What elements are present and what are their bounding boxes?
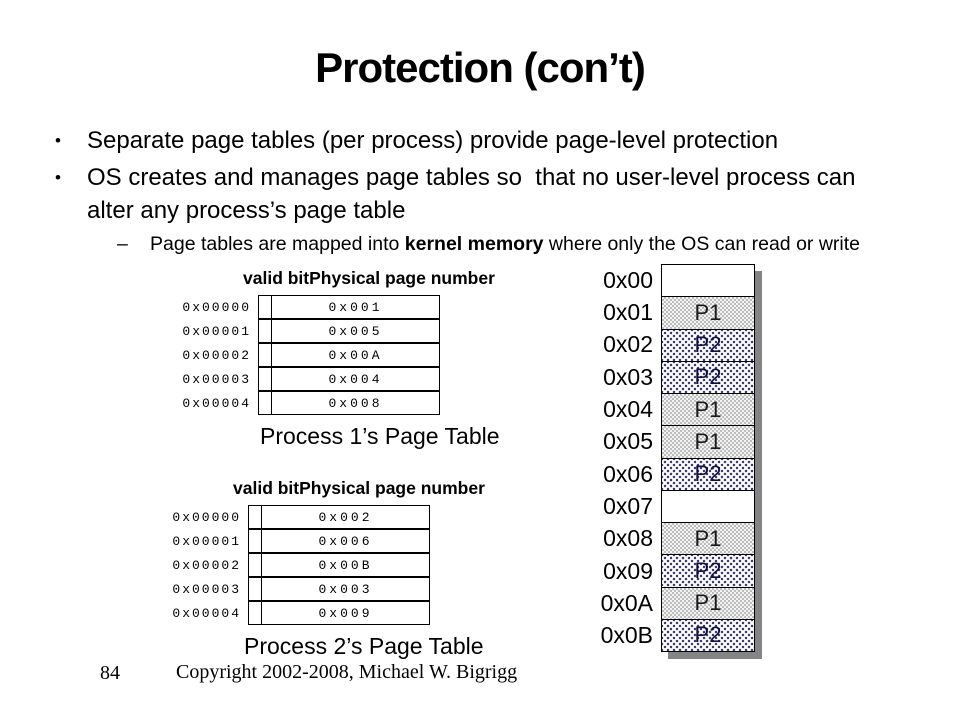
valid-bit-cell bbox=[259, 296, 272, 318]
page-table-header: valid bitPhysical page number bbox=[168, 478, 485, 499]
page-table-caption: Process 2’s Page Table bbox=[244, 633, 484, 659]
memory-frame-cell: P2 bbox=[662, 555, 754, 588]
virtual-page-address: 0x00003 bbox=[182, 371, 251, 387]
memory-address-label: 0x0A bbox=[600, 589, 653, 616]
memory-address-label: 0x09 bbox=[603, 557, 653, 584]
page-table-box: 0x002 0x006 0x00B 0x003 0x009 bbox=[248, 505, 430, 625]
sub-bullet-text: Page tables are mapped into kernel memor… bbox=[150, 232, 860, 256]
copyright-text: Copyright 2002-2008, Michael W. Bigrigg bbox=[176, 661, 518, 683]
valid-bit-label: valid bit bbox=[243, 268, 310, 288]
memory-address-label: 0x01 bbox=[603, 298, 653, 325]
valid-bit-cell bbox=[259, 368, 272, 390]
valid-bit-cell bbox=[249, 506, 262, 528]
virtual-address-column: 0x00000 0x00001 0x00002 0x00003 0x00004 bbox=[178, 295, 258, 415]
memory-address-label: 0x07 bbox=[603, 492, 653, 519]
physical-page-number-cell: 0x00B bbox=[318, 557, 373, 573]
virtual-page-address: 0x00004 bbox=[182, 395, 251, 411]
page-table-caption: Process 1’s Page Table bbox=[260, 423, 500, 449]
page-table-row: 0x005 bbox=[259, 320, 439, 344]
valid-bit-cell bbox=[249, 554, 262, 576]
valid-bit-label: valid bit bbox=[233, 478, 300, 498]
bullet-item: • Separate page tables (per process) pro… bbox=[55, 124, 907, 157]
memory-frame-cell: P2 bbox=[662, 458, 754, 491]
memory-address-label: 0x0B bbox=[600, 622, 653, 649]
physical-page-number-cell: 0x008 bbox=[328, 395, 383, 411]
physical-page-number-cell: 0x005 bbox=[328, 323, 383, 339]
memory-address-label: 0x05 bbox=[603, 428, 653, 455]
memory-frame-cell: P1 bbox=[662, 394, 754, 427]
sub-bullet-part: where only the OS can read or write bbox=[543, 233, 861, 255]
sub-bullet-item: – Page tables are mapped into kernel mem… bbox=[117, 232, 907, 256]
page-table-row: 0x009 bbox=[249, 602, 429, 624]
memory-frame-cell: P2 bbox=[662, 329, 754, 362]
page-table-row: 0x006 bbox=[249, 530, 429, 554]
page-table-row: 0x008 bbox=[259, 392, 439, 414]
memory-frame-cell: P1 bbox=[662, 426, 754, 459]
sub-bullet-bold-part: kernel memory bbox=[404, 233, 544, 255]
memory-frame-cell bbox=[662, 490, 754, 523]
memory-address-label: 0x08 bbox=[603, 525, 653, 552]
page-table-grid: 0x00000 0x00001 0x00002 0x00003 0x00004 0x00… bbox=[178, 295, 500, 415]
virtual-page-address: 0x00003 bbox=[172, 581, 241, 597]
physical-page-number-cell: 0x003 bbox=[318, 581, 373, 597]
page-table-row: 0x003 bbox=[249, 578, 429, 602]
bullet-item: • OS creates and manages page tables so … bbox=[55, 161, 907, 227]
page-table-row: 0x00A bbox=[259, 344, 439, 368]
valid-bit-cell bbox=[249, 602, 262, 624]
memory-address-column: 0x00 0x01 0x02 0x03 0x04 0x05 0x06 0x07 0x08 0x09… bbox=[597, 264, 661, 652]
page-table-row: 0x002 bbox=[249, 506, 429, 530]
memory-frame-cell: P1 bbox=[662, 587, 754, 620]
bullet-list: • Separate page tables (per process) pro… bbox=[55, 124, 907, 256]
virtual-page-address: 0x00000 bbox=[172, 509, 241, 525]
memory-frame-cell: P2 bbox=[662, 361, 754, 394]
bullet-text: Separate page tables (per process) provi… bbox=[87, 127, 779, 154]
memory-address-label: 0x02 bbox=[603, 331, 653, 358]
memory-address-label: 0x06 bbox=[603, 460, 653, 487]
page-table-header: valid bitPhysical page number bbox=[178, 268, 500, 289]
physical-page-number-cell: 0x002 bbox=[318, 509, 373, 525]
bullet-text: OS creates and manages page tables so th… bbox=[87, 164, 863, 224]
physical-page-number-cell: 0x006 bbox=[318, 533, 373, 549]
memory-address-label: 0x00 bbox=[603, 266, 653, 293]
memory-frame-cell: P1 bbox=[662, 523, 754, 556]
bullet-dot-icon: • bbox=[55, 168, 61, 187]
memory-address-label: 0x04 bbox=[603, 395, 653, 422]
virtual-page-address: 0x00001 bbox=[172, 533, 241, 549]
bullet-dot-icon: • bbox=[55, 131, 61, 150]
sub-bullet-part: Page tables are mapped into bbox=[150, 233, 405, 255]
page-title: Protection (con’t) bbox=[315, 44, 646, 91]
virtual-page-address: 0x00001 bbox=[182, 323, 251, 339]
valid-bit-cell bbox=[249, 578, 262, 600]
physical-page-number-label: Physical page number bbox=[309, 268, 495, 288]
page-table-grid: 0x00000 0x00001 0x00002 0x00003 0x00004 0x00… bbox=[168, 505, 485, 625]
virtual-page-address: 0x00000 bbox=[182, 299, 251, 315]
valid-bit-cell bbox=[259, 344, 272, 366]
memory-frame-cell bbox=[662, 265, 754, 298]
memory-frame-cell: P1 bbox=[662, 297, 754, 330]
virtual-page-address: 0x00004 bbox=[172, 605, 241, 621]
physical-page-number-cell: 0x001 bbox=[328, 299, 383, 315]
page-number: 84 bbox=[100, 662, 120, 684]
valid-bit-cell bbox=[259, 392, 272, 414]
virtual-address-column: 0x00000 0x00001 0x00002 0x00003 0x00004 bbox=[168, 505, 248, 625]
virtual-page-address: 0x00002 bbox=[182, 347, 251, 363]
valid-bit-cell bbox=[259, 320, 272, 342]
page-table-row: 0x001 bbox=[259, 296, 439, 320]
physical-page-number-cell: 0x009 bbox=[318, 605, 373, 621]
page-table-row: 0x00B bbox=[249, 554, 429, 578]
physical-page-number-cell: 0x004 bbox=[328, 371, 383, 387]
memory-address-label: 0x03 bbox=[603, 363, 653, 390]
dash-icon: – bbox=[117, 233, 128, 255]
virtual-page-address: 0x00002 bbox=[172, 557, 241, 573]
page-table-box: 0x001 0x005 0x00A 0x004 0x008 bbox=[258, 295, 440, 415]
physical-memory: 0x00 0x01 0x02 0x03 0x04 0x05 0x06 0x07 0x08 0x09… bbox=[597, 264, 755, 652]
physical-page-number-label: Physical page number bbox=[299, 478, 485, 498]
physical-page-number-cell: 0x00A bbox=[328, 347, 383, 363]
memory-frame-cell: P2 bbox=[662, 619, 754, 651]
page-table-row: 0x004 bbox=[259, 368, 439, 392]
valid-bit-cell bbox=[249, 530, 262, 552]
